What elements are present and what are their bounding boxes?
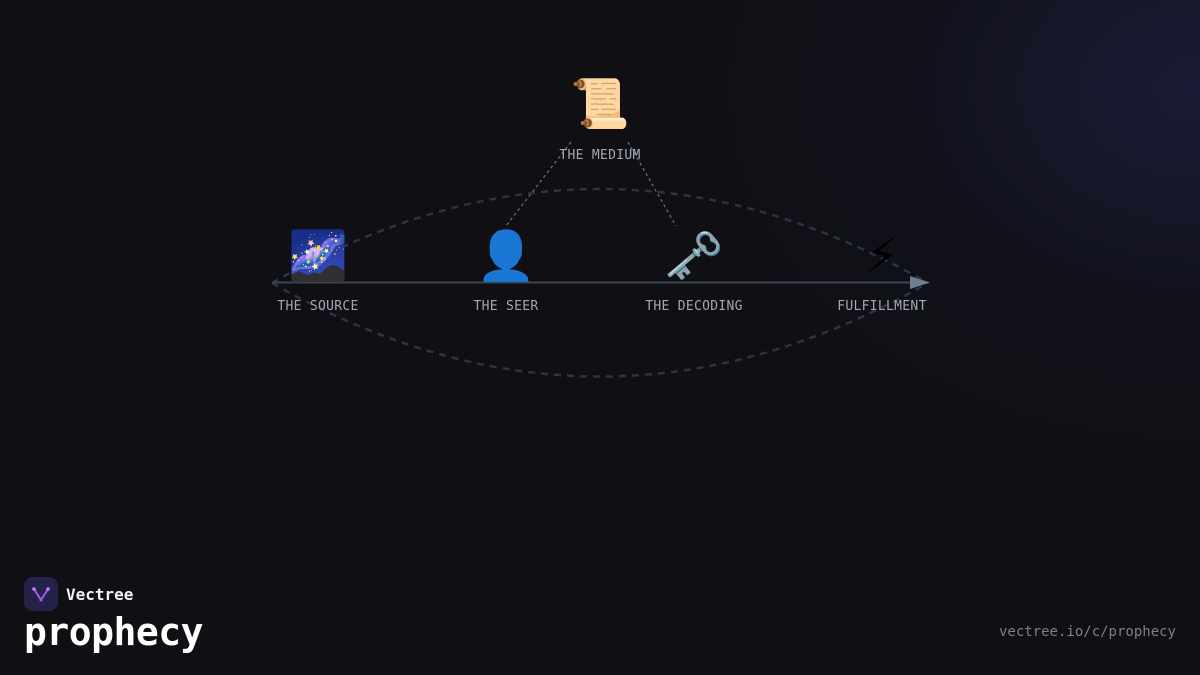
dashed-arc-upper	[271, 187, 929, 285]
person-silhouette-icon: 👤	[476, 228, 536, 284]
vectree-logo-mark	[32, 587, 50, 602]
brand-name: Vectree	[66, 584, 134, 604]
scroll-icon: 📜	[570, 76, 630, 132]
medium-label: THE MEDIUM	[559, 148, 641, 163]
timeline-arrowhead	[910, 276, 930, 289]
decoding-label: THE DECODING	[645, 299, 743, 314]
source-label: THE SOURCE	[277, 299, 359, 314]
dashed-arc-lower	[271, 281, 929, 378]
seer-label: THE SEER	[473, 299, 539, 314]
page-title: prophecy	[24, 610, 204, 654]
footer-url[interactable]: vectree.io/c/prophecy	[998, 624, 1176, 640]
connector-medium-to-decoding	[627, 141, 677, 227]
old-key-icon: 🗝️	[664, 228, 724, 284]
brand: Vectree	[24, 577, 133, 611]
vectree-logo-icon	[24, 577, 58, 611]
galaxy-icon: 🌌	[288, 228, 348, 284]
fulfillment-label: FULFILLMENT	[837, 299, 927, 314]
lightning-icon: ⚡	[865, 228, 899, 284]
